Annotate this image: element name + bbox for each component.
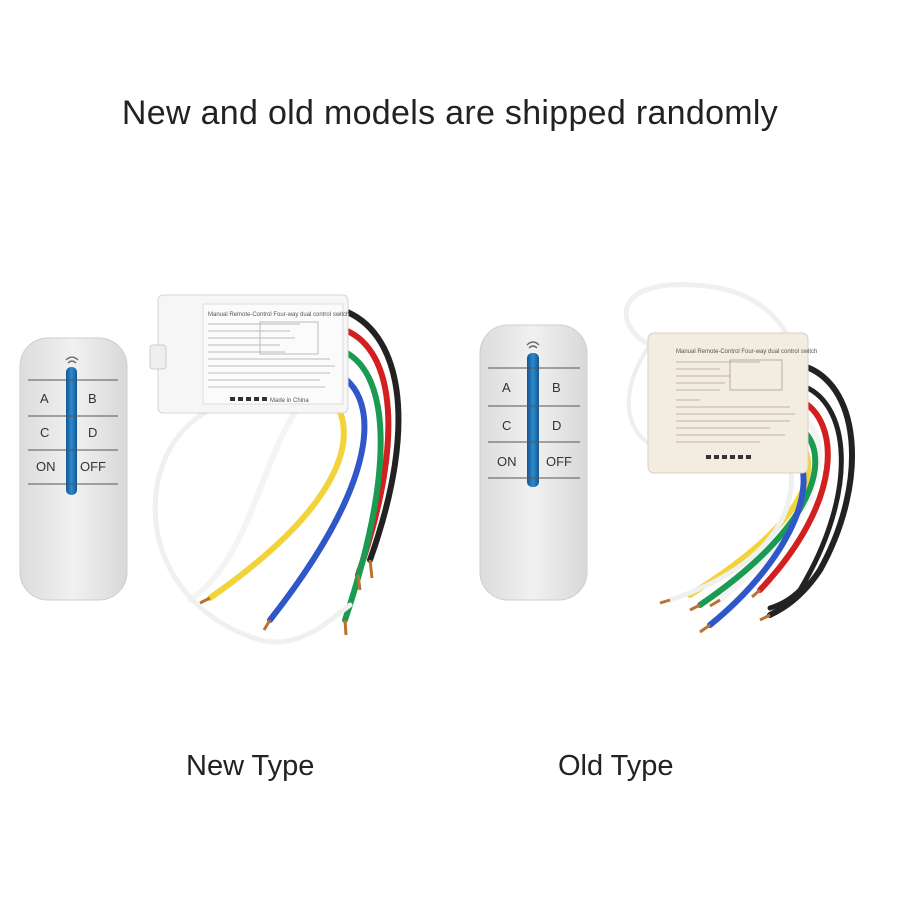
signal-icon bbox=[65, 356, 79, 364]
button-b-label: B bbox=[552, 380, 561, 395]
signal-icon bbox=[526, 341, 540, 349]
button-c-label: C bbox=[502, 418, 511, 433]
button-a-label: A bbox=[40, 391, 49, 406]
button-d-label: D bbox=[552, 418, 561, 433]
receiver-old-title: Manual Remote-Control Four-way dual cont… bbox=[676, 349, 817, 355]
button-off-label: OFF bbox=[546, 454, 572, 469]
button-b-label: B bbox=[88, 391, 97, 406]
receiver-new: Manual Remote-Control Four-way dual cont… bbox=[149, 294, 402, 645]
button-c-label: C bbox=[40, 425, 49, 440]
button-on-label: ON bbox=[36, 459, 56, 474]
button-a-label: A bbox=[502, 380, 511, 395]
button-off-label: OFF bbox=[80, 459, 106, 474]
button-on-label: ON bbox=[497, 454, 517, 469]
remote-new: A B C D ON OFF bbox=[19, 337, 128, 601]
remote-old: A B C D ON OFF bbox=[479, 324, 588, 601]
receiver-new-title: Manual Remote-Control Four-way dual cont… bbox=[208, 312, 349, 318]
caption-old-type: Old Type bbox=[558, 750, 674, 782]
headline: New and old models are shipped randomly bbox=[121, 94, 779, 132]
button-d-label: D bbox=[88, 425, 97, 440]
caption-new-type: New Type bbox=[186, 750, 315, 782]
receiver-new-footer: Made in China bbox=[270, 398, 309, 404]
receiver-old: Manual Remote-Control Four-way dual cont… bbox=[623, 282, 855, 634]
